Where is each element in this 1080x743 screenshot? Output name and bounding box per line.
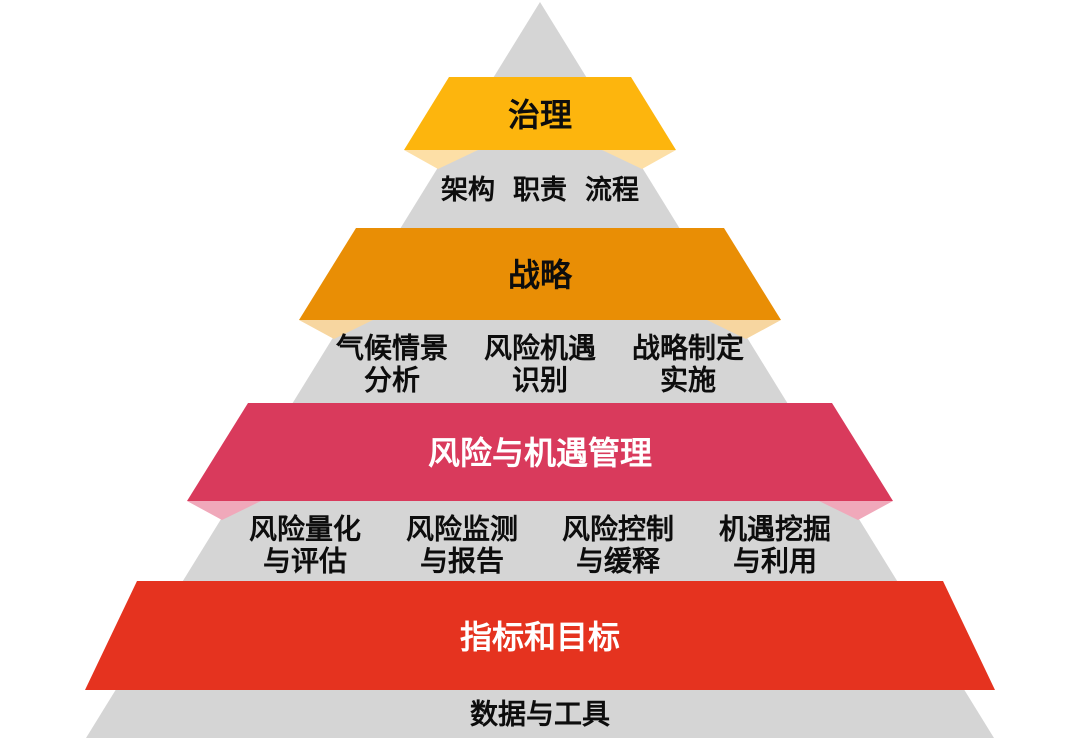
governance-sub-architecture: 架构	[441, 175, 495, 205]
metrics-targets-band-label: 指标和目标	[460, 619, 620, 655]
pyramid-background-triangle	[86, 2, 994, 738]
risk-sub-opportunity-line2: 与利用	[733, 546, 817, 577]
risk-management-fold-left	[187, 501, 261, 520]
strategy-sub-risk-opportunity-line1: 风险机遇	[484, 332, 596, 364]
governance-fold-right	[602, 150, 676, 169]
risk-sub-control-line1: 风险控制	[562, 513, 674, 545]
strategy-fold-left	[299, 320, 373, 339]
risk-management-band-label: 风险与机遇管理	[428, 435, 652, 471]
metrics-targets-band	[85, 581, 995, 690]
risk-sub-quantification-line1: 风险量化	[249, 513, 361, 545]
strategy-sub-risk-opportunity-line2: 识别	[512, 365, 568, 396]
governance-band-label: 治理	[508, 97, 572, 133]
risk-sub-opportunity-line1: 机遇挖掘	[719, 513, 831, 545]
governance-fold-left	[404, 150, 478, 169]
strategy-sub-formulation-line2: 实施	[660, 364, 716, 396]
strategy-sub-climate-scenario-line2: 分析	[364, 365, 420, 396]
metrics-sub-data-tools: 数据与工具	[470, 699, 610, 730]
risk-sub-monitoring-line2: 与报告	[420, 546, 504, 577]
governance-sub-processes: 流程	[585, 175, 639, 205]
strategy-sub-climate-scenario-line1: 气候情景	[335, 333, 448, 364]
strategy-fold-right	[707, 320, 781, 339]
risk-management-fold-right	[819, 501, 893, 520]
strategy-band	[299, 228, 781, 320]
risk-sub-monitoring-line1: 风险监测	[406, 513, 518, 545]
strategy-sub-formulation-line1: 战略制定	[632, 332, 744, 364]
risk-sub-quantification-line2: 与评估	[263, 546, 347, 577]
governance-sub-responsibilities: 职责	[513, 175, 567, 205]
strategy-band-label: 战略	[508, 257, 573, 293]
risk-management-band	[187, 403, 893, 501]
risk-sub-control-line2: 与缓释	[576, 546, 661, 577]
governance-band	[404, 77, 676, 150]
